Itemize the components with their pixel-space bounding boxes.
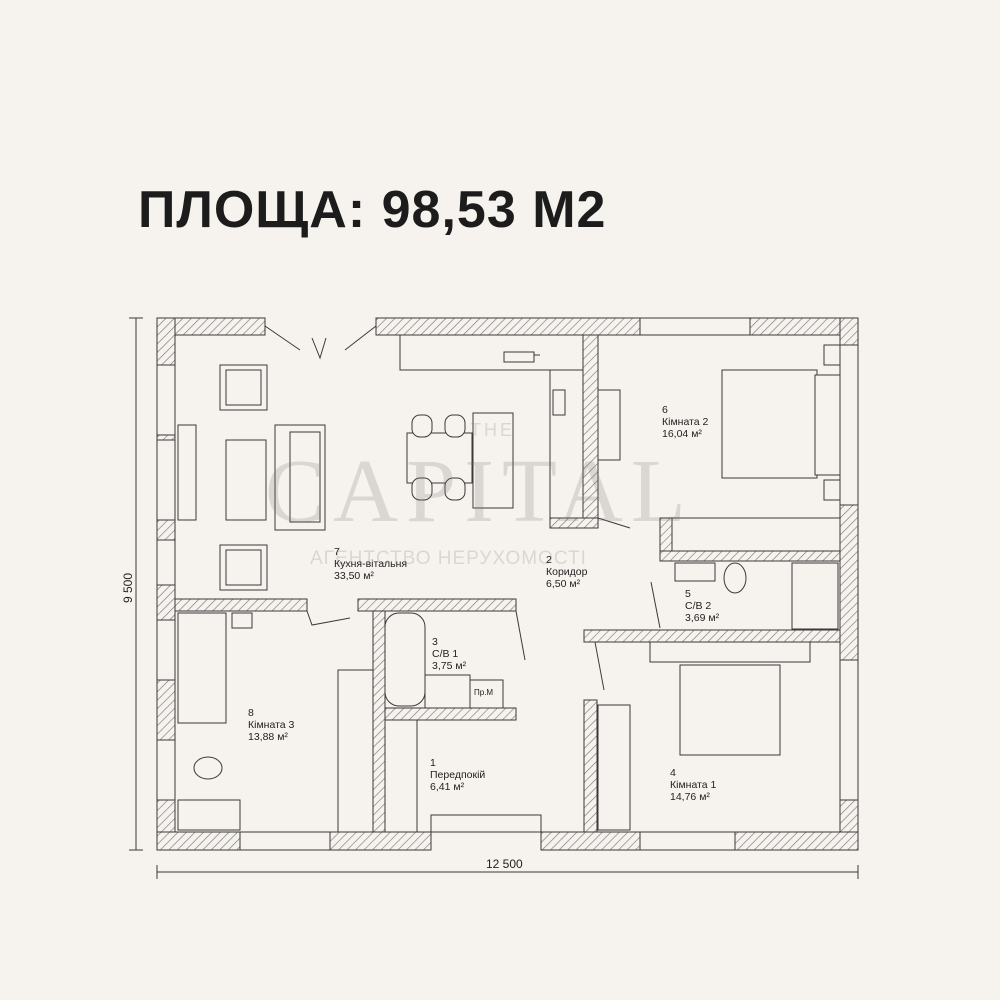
width-dimension: 12 500 xyxy=(486,857,523,871)
windows xyxy=(156,317,859,851)
furniture xyxy=(177,334,841,833)
dimension-lines xyxy=(129,317,859,879)
washing-machine-label: Пр.М xyxy=(474,688,494,697)
watermark-main: CAPITAL xyxy=(265,442,694,541)
plan-title: ПЛОЩА: 98,53 М2 xyxy=(138,181,607,239)
doors xyxy=(264,325,661,833)
watermark-sub: АГЕНТСТВО НЕРУХОМОСТІ xyxy=(310,548,587,569)
watermark-top: THE xyxy=(470,420,515,440)
height-dimension: 9 500 xyxy=(121,572,135,603)
